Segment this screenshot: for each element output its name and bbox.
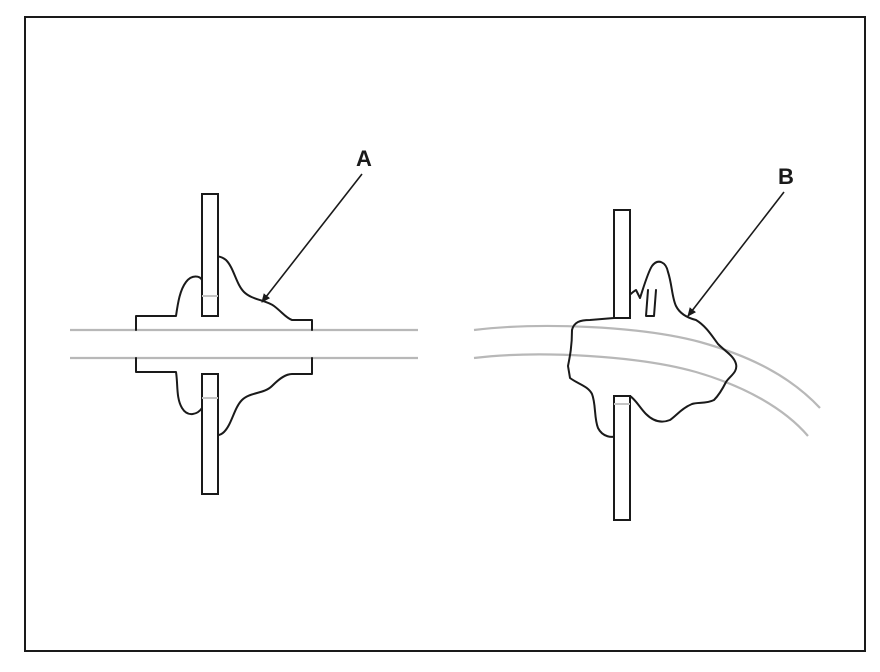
callout-b-leader	[687, 191, 785, 317]
figure-b: B	[473, 164, 821, 521]
plate-b-lower	[613, 395, 631, 521]
plate-a-lower	[201, 373, 219, 495]
callout-a-label: A	[356, 146, 372, 171]
grommet-a-upper	[135, 255, 313, 331]
grommet-a-lower	[135, 357, 313, 437]
grommet-b-slit	[645, 289, 657, 317]
pipe-b-bottom-line	[473, 353, 809, 437]
pipe-b-top-line	[473, 324, 821, 409]
callout-b-label: B	[778, 164, 794, 189]
plate-b-upper	[613, 209, 631, 319]
figure-a: A	[70, 146, 418, 495]
diagram-frame	[24, 16, 866, 652]
grommet-b-outline	[567, 260, 738, 438]
callout-a-leader	[261, 173, 363, 303]
plate-a-upper	[201, 193, 219, 317]
